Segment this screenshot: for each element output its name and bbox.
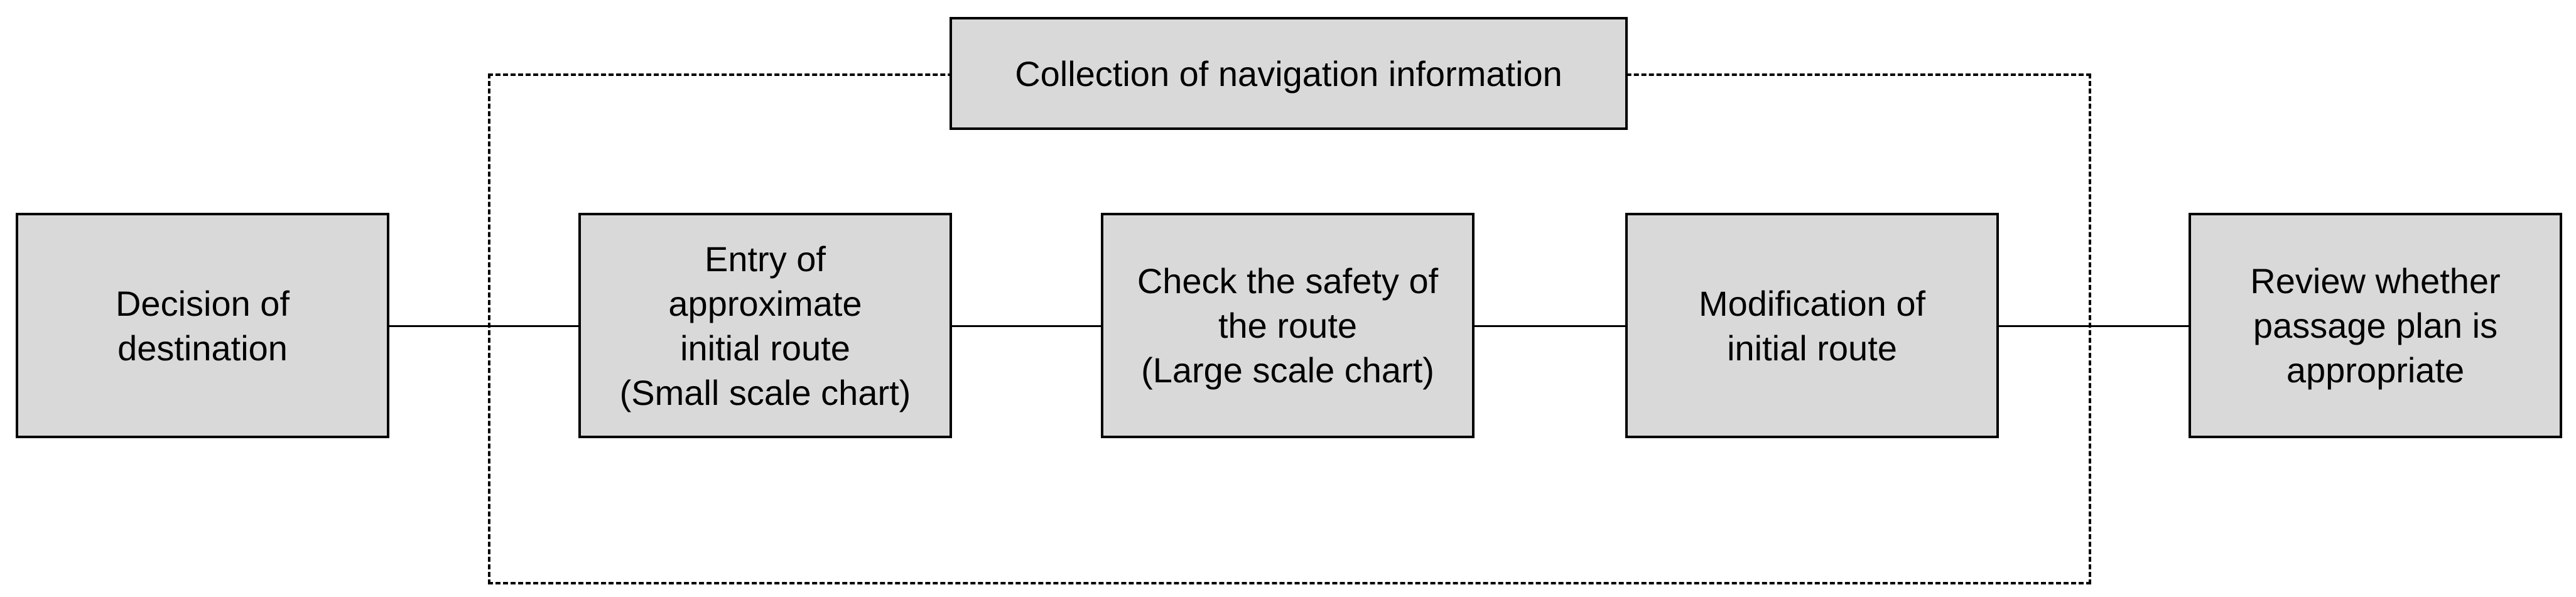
connector-step4-to-step5 <box>1998 325 2190 327</box>
connector-step2-to-step3 <box>951 325 1103 327</box>
step-box-decision-of-destination: Decision of destination <box>16 213 389 438</box>
step-box-label: Review whether passage plan is appropria… <box>2250 261 2501 390</box>
step-box-modification-of-initial-route: Modification of initial route <box>1625 213 1999 438</box>
step-box-label: Modification of initial route <box>1698 283 1926 368</box>
step-box-entry-of-initial-route: Entry of approximate initial route (Smal… <box>578 213 952 438</box>
step-box-label: Entry of approximate initial route (Smal… <box>619 239 911 412</box>
connector-step1-to-step2 <box>388 325 580 327</box>
collection-box-label: Collection of navigation information <box>1015 53 1562 94</box>
step-box-label: Check the safety of the route (Large sca… <box>1137 261 1439 390</box>
step-box-label: Decision of destination <box>115 283 290 368</box>
connector-step3-to-step4 <box>1473 325 1627 327</box>
step-box-check-route-safety: Check the safety of the route (Large sca… <box>1101 213 1475 438</box>
collection-of-navigation-information-box: Collection of navigation information <box>950 17 1628 130</box>
step-box-review-passage-plan: Review whether passage plan is appropria… <box>2189 213 2562 438</box>
